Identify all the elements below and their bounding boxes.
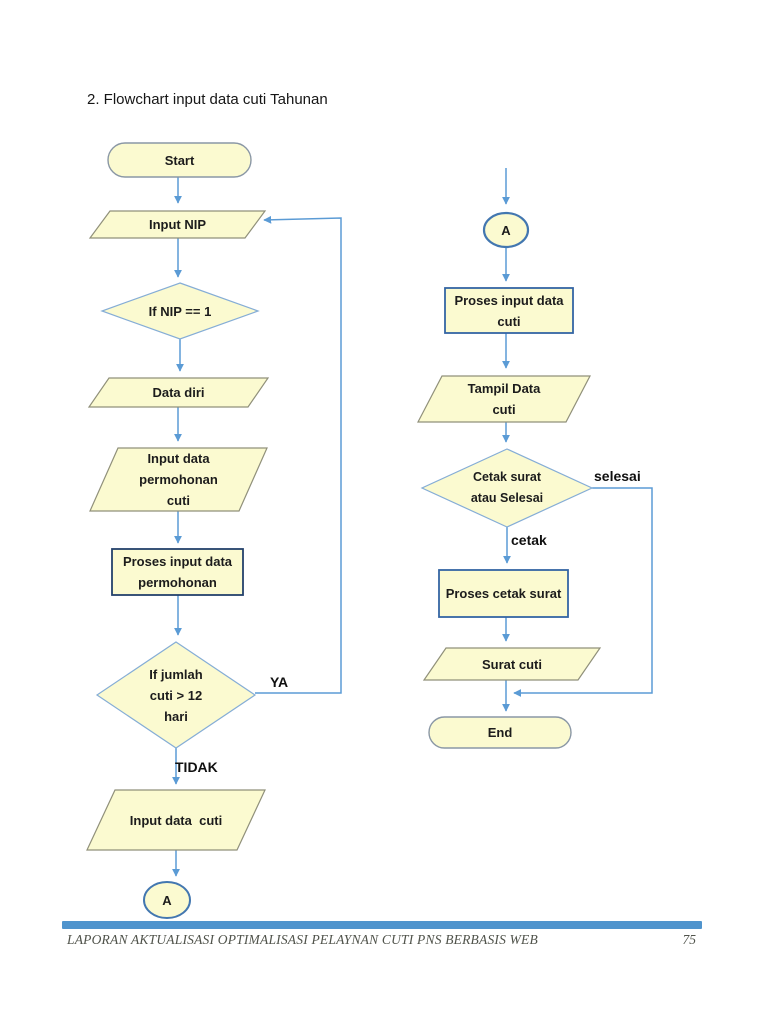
end-terminator-shape [428, 716, 572, 749]
proses-permohonan-rect [111, 548, 244, 596]
if-nip-diamond [100, 282, 260, 340]
cetak-selesai-diamond [420, 448, 594, 528]
proses-cetak-rect [438, 569, 569, 618]
page-title: 2. Flowchart input data cuti Tahunan [87, 91, 328, 108]
connector-lines-left [172, 177, 342, 877]
surat-cuti-parallelogram [422, 647, 602, 681]
connector-a-left-circle [143, 881, 191, 919]
footer-document-title: LAPORAN AKTUALISASI OPTIMALISASI PELAYNA… [67, 932, 538, 947]
connector-lines-right [502, 168, 653, 712]
footer-page-number: 75 [682, 932, 697, 947]
edge-selesai-branch [513, 487, 653, 697]
if-jumlah-diamond [95, 641, 257, 749]
proses-input-cuti-rect [444, 287, 574, 334]
tampil-data-parallelogram [417, 375, 591, 423]
start-terminator-shape [107, 142, 252, 178]
connector-a-right-circle [482, 211, 530, 249]
data-diri-parallelogram [87, 377, 270, 408]
input-nip-parallelogram [88, 210, 267, 239]
footer-divider-bar [62, 921, 702, 929]
input-cuti-parallelogram [86, 789, 266, 851]
edge-ya-loopback [255, 215, 342, 694]
input-permohonan-parallelogram [89, 447, 268, 512]
